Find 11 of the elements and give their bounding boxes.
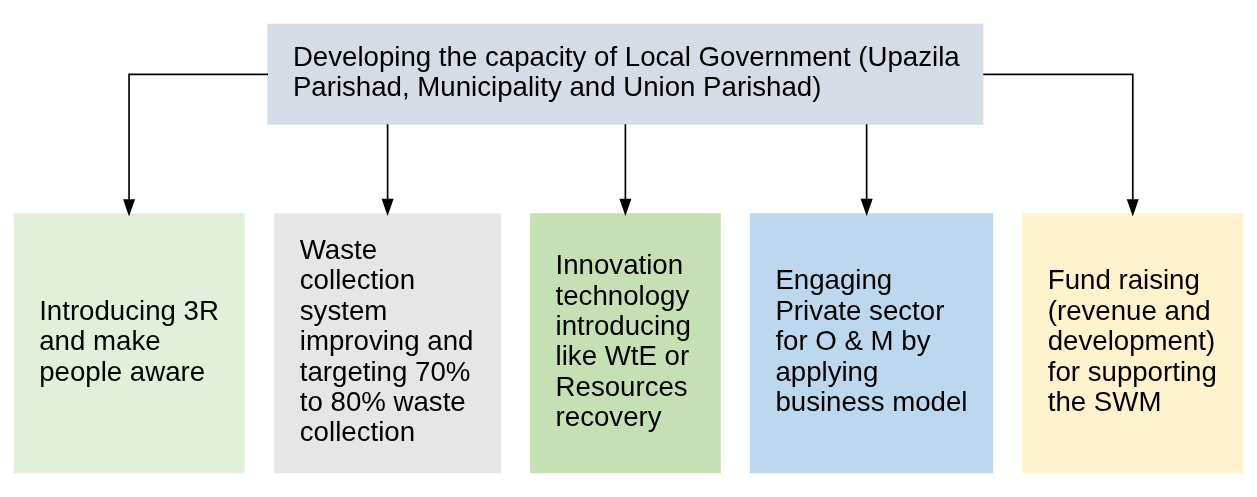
node-box: Waste collection system improving and targeting 70% to 80% waste collection (274, 213, 501, 474)
node-box: Introducing 3R and make people aware (13, 213, 245, 474)
arrow (860, 123, 873, 216)
node-box: Fund raising (revenue and development) for supporting the SWM (1022, 213, 1244, 474)
arrow (381, 123, 394, 216)
node-box: Developing the capacity of Local Government (Upazila Parishad, Municipality and Union Parishad) (267, 23, 984, 125)
arrow (123, 73, 269, 217)
arrow (982, 73, 1139, 217)
node-box: Engaging Private sector for O & M by applying business model (749, 213, 994, 474)
node-box: Innovation technology introducing like WtE or Resources recovery (530, 213, 721, 474)
arrow (619, 123, 632, 216)
